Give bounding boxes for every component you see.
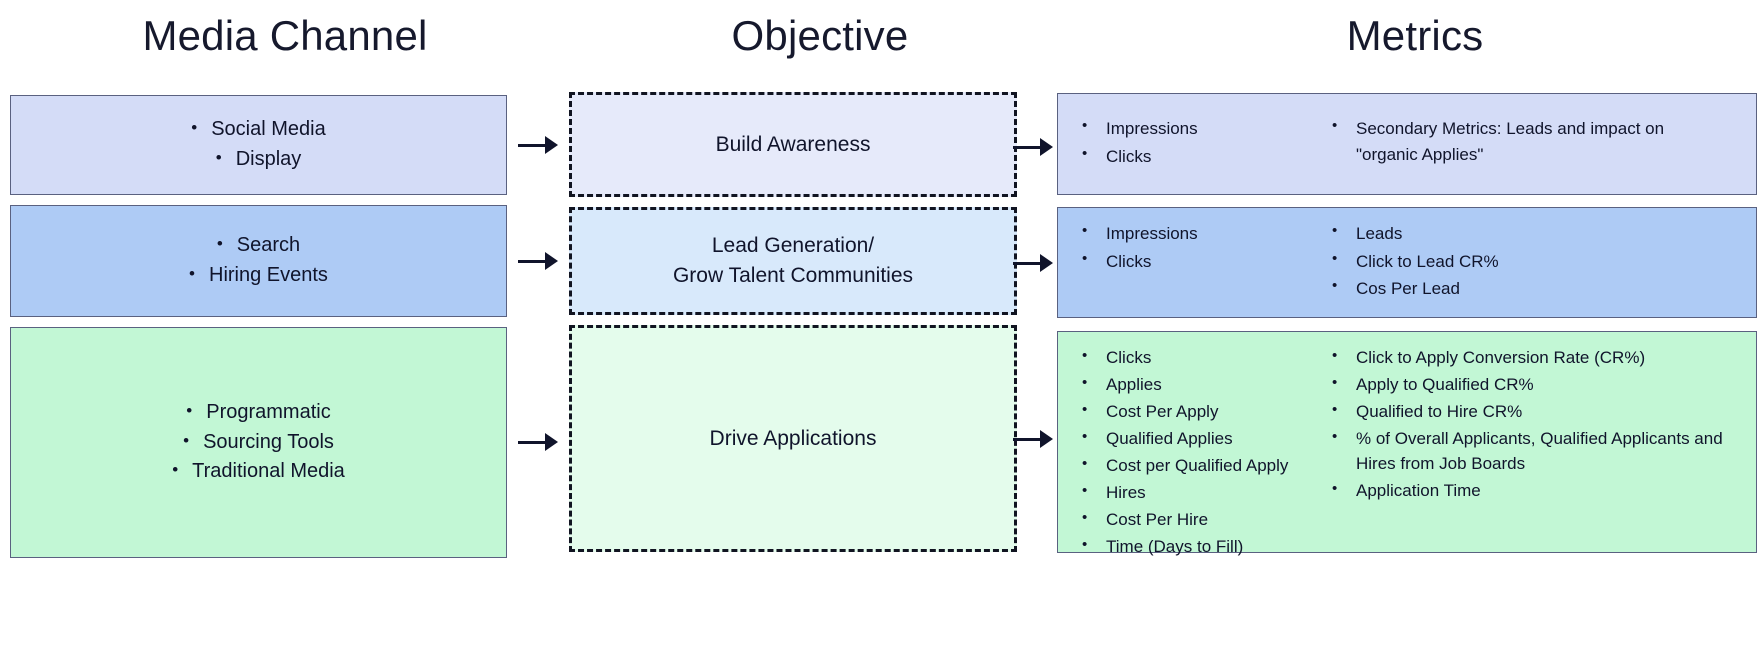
metrics-list-primary: Impressions Clicks [1076, 220, 1326, 275]
list-item: Sourcing Tools [172, 428, 345, 458]
list-item: Hiring Events [189, 261, 328, 291]
objective-box-applications[interactable]: Drive Applications [569, 325, 1017, 552]
metrics-columns: Impressions Clicks Secondary Metrics: Le… [1058, 115, 1756, 172]
arrow-head [545, 136, 558, 154]
arrow-right-icon [1013, 136, 1053, 158]
list-item: Cost Per Apply [1076, 399, 1326, 425]
list-item: Cost per Qualified Apply [1076, 453, 1326, 479]
list-item: % of Overall Applicants, Qualified Appli… [1326, 426, 1726, 477]
list-item: Cos Per Lead [1326, 275, 1726, 302]
list-item: Click to Apply Conversion Rate (CR%) [1326, 345, 1726, 371]
metrics-list-secondary: Leads Click to Lead CR% Cos Per Lead [1326, 220, 1726, 302]
media-channel-box-leadgen[interactable]: Search Hiring Events [10, 205, 507, 317]
arrow-head [545, 252, 558, 270]
arrow-shaft [1013, 437, 1041, 441]
metrics-box-awareness[interactable]: Impressions Clicks Secondary Metrics: Le… [1057, 93, 1757, 195]
arrow-head [545, 433, 558, 451]
list-item: Impressions [1076, 220, 1326, 247]
metrics-list-secondary: Click to Apply Conversion Rate (CR%) App… [1326, 345, 1726, 504]
list-item: Cost Per Hire [1076, 507, 1326, 533]
arrow-shaft [1013, 261, 1041, 265]
metrics-primary-column: Clicks Applies Cost Per Apply Qualified … [1076, 345, 1326, 562]
page-title-objective: Objective [731, 12, 909, 59]
list-item: Search [189, 231, 328, 261]
arrow-right-icon [518, 250, 558, 272]
metrics-list-secondary: Secondary Metrics: Leads and impact on "… [1326, 115, 1726, 168]
list-item: Impressions [1076, 115, 1326, 142]
arrow-right-icon [1013, 428, 1053, 450]
list-item: Social Media [191, 115, 326, 145]
metrics-box-applications[interactable]: Clicks Applies Cost Per Apply Qualified … [1057, 331, 1757, 556]
metrics-box-leadgen[interactable]: Impressions Clicks Leads Click to Lead C… [1057, 207, 1757, 318]
objective-box-leadgen[interactable]: Lead Generation/ Grow Talent Communities [569, 207, 1017, 315]
arrow-right-icon [1013, 252, 1053, 274]
list-item: Qualified to Hire CR% [1326, 399, 1726, 425]
arrow-shaft [1013, 145, 1041, 149]
media-channel-list-applications: Programmatic Sourcing Tools Traditional … [172, 398, 345, 487]
objective-label: Build Awareness [715, 132, 871, 156]
media-channel-list-awareness: Social Media Display [191, 115, 326, 175]
list-item: Clicks [1076, 345, 1326, 371]
metrics-list-primary: Clicks Applies Cost Per Apply Qualified … [1076, 345, 1326, 560]
arrow-shaft [518, 440, 546, 444]
arrow-shaft [518, 259, 546, 263]
metrics-secondary-column: Secondary Metrics: Leads and impact on "… [1326, 115, 1726, 172]
media-channel-box-applications[interactable]: Programmatic Sourcing Tools Traditional … [10, 327, 507, 558]
list-item: Application Time [1326, 478, 1726, 504]
arrow-right-icon [518, 431, 558, 453]
list-item: Apply to Qualified CR% [1326, 372, 1726, 398]
objective-label: Drive Applications [709, 426, 877, 450]
list-item: Clicks [1076, 248, 1326, 275]
list-item: Leads [1326, 220, 1726, 247]
list-item: Display [191, 145, 325, 175]
list-item: Applies [1076, 372, 1326, 398]
arrow-head [1040, 138, 1053, 156]
list-item: Qualified Applies [1076, 426, 1326, 452]
list-item: Programmatic [172, 398, 345, 428]
list-item: Traditional Media [172, 457, 345, 487]
list-item: Hires [1076, 480, 1326, 506]
arrow-shaft [518, 143, 546, 147]
media-channel-list-leadgen: Search Hiring Events [189, 231, 328, 290]
objective-box-awareness[interactable]: Build Awareness [569, 92, 1017, 197]
metrics-columns: Impressions Clicks Leads Click to Lead C… [1058, 220, 1756, 304]
list-item: Click to Lead CR% [1326, 248, 1726, 275]
arrow-head [1040, 430, 1053, 448]
media-channel-box-awareness[interactable]: Social Media Display [10, 95, 507, 195]
list-item: Clicks [1076, 143, 1326, 170]
list-item: Time (Days to Fill) [1076, 534, 1326, 560]
arrow-head [1040, 254, 1053, 272]
metrics-secondary-column: Leads Click to Lead CR% Cos Per Lead [1326, 220, 1726, 304]
arrow-right-icon [518, 134, 558, 156]
metrics-primary-column: Impressions Clicks [1076, 220, 1326, 304]
objective-label: Lead Generation/ Grow Talent Communities [672, 234, 914, 287]
metrics-secondary-column: Click to Apply Conversion Rate (CR%) App… [1326, 345, 1726, 562]
list-item: Secondary Metrics: Leads and impact on "… [1326, 115, 1726, 168]
page-title-metrics: Metrics [1346, 12, 1484, 59]
metrics-primary-column: Impressions Clicks [1076, 115, 1326, 172]
metrics-list-primary: Impressions Clicks [1076, 115, 1326, 170]
page-title-media-channel: Media Channel [142, 12, 428, 59]
metrics-columns: Clicks Applies Cost Per Apply Qualified … [1058, 332, 1756, 562]
